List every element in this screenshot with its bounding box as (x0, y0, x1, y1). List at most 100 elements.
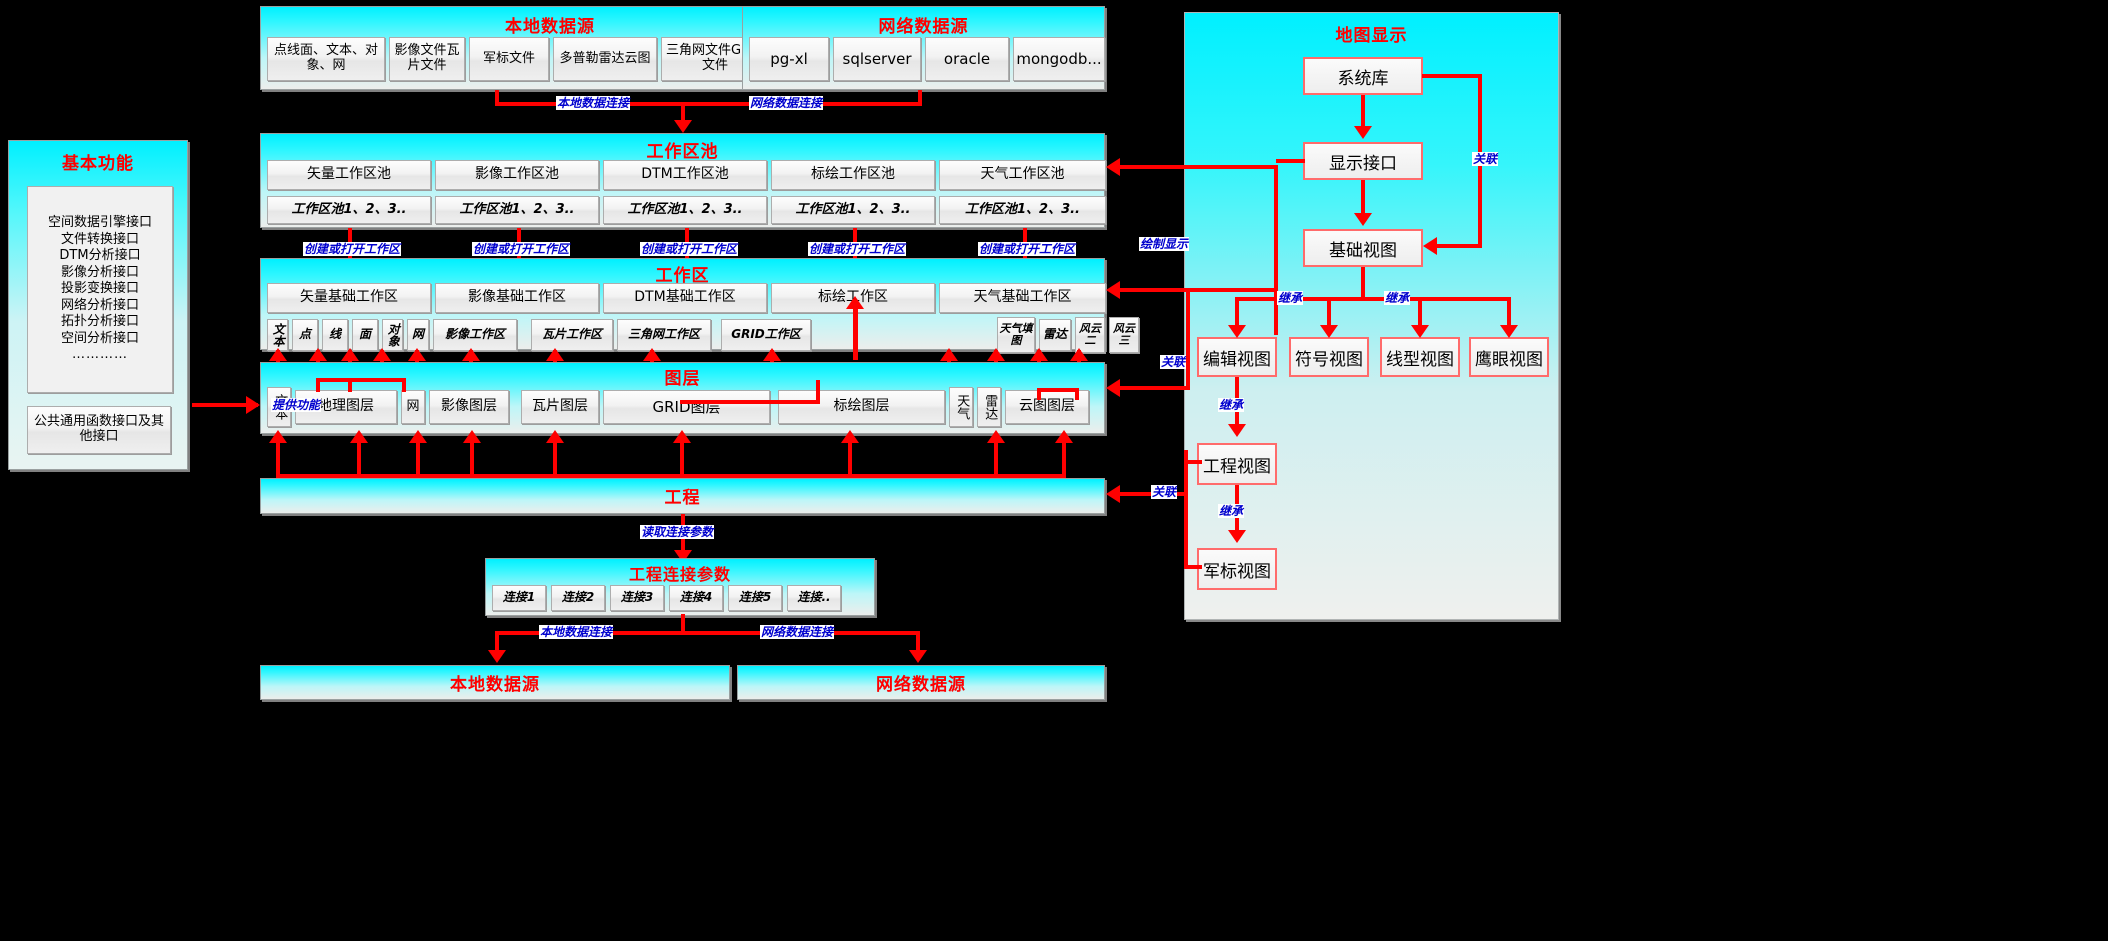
label-inherit-left: 继承 (1277, 291, 1304, 305)
node-military-view[interactable]: 军标视图 (1197, 548, 1277, 590)
pool-sub-item[interactable]: 工作区池1、2、3.. (267, 196, 431, 224)
local-source-item[interactable]: 多普勒雷达云图 (553, 37, 657, 81)
node-project-view[interactable]: 工程视图 (1197, 443, 1277, 485)
conn-layer-proj-1 (276, 434, 280, 476)
workspace-base[interactable]: 矢量基础工作区 (267, 283, 431, 313)
node-display-api[interactable]: 显示接口 (1303, 142, 1423, 180)
conn-param-item[interactable]: 连接3 (610, 585, 664, 611)
workspace-base[interactable]: 天气基础工作区 (939, 283, 1106, 313)
common-function-interface-box[interactable]: 公共通用函数接口及其他接口 (27, 406, 171, 454)
conn-layer-proj-arrow-8 (987, 430, 1005, 443)
local-data-source-bottom-title: 本地数据源 (450, 675, 540, 695)
layer-item[interactable]: 云图图层 (1005, 390, 1089, 424)
conn-params-busbar (495, 631, 920, 635)
label-create-open-ws-1: 创建或打开工作区 (303, 242, 402, 256)
conn-layer-proj-arrow-2 (350, 430, 368, 443)
label-inherit-project: 继承 (1218, 398, 1245, 412)
layer-bracket-h-3 (1037, 388, 1079, 392)
workspace-small[interactable]: 网 (407, 319, 429, 351)
conn-ws-layer-up-11 (994, 350, 998, 372)
workspace-panel: 工作区 矢量基础工作区 影像基础工作区 DTM基础工作区 标绘工作区 天气基础工… (260, 258, 1139, 353)
pool-item[interactable]: 矢量工作区池 (267, 160, 431, 190)
workspace-small[interactable]: 三角网工作区 (617, 319, 711, 351)
node-base-view[interactable]: 基础视图 (1303, 229, 1423, 267)
conn-params-left-drop (495, 631, 499, 655)
conn-baseview-stem (1361, 267, 1365, 300)
conn-param-item[interactable]: 连接2 (551, 585, 605, 611)
workspace-small[interactable]: 面 (352, 319, 378, 351)
conn-ws-layer-up-arrow-1 (269, 348, 287, 361)
pool-sub-item[interactable]: 工作区池1、2、3.. (939, 196, 1106, 224)
conn-ws-layer-up-2 (316, 350, 320, 372)
layer-item[interactable]: 天气 (949, 387, 973, 427)
conn-layer-proj-arrow-3 (409, 430, 427, 443)
pool-sub-item[interactable]: 工作区池1、2、3.. (603, 196, 767, 224)
pool-item[interactable]: DTM工作区池 (603, 160, 767, 190)
layer-item[interactable]: GRID图层 (603, 390, 770, 424)
interface-item: 影像分析接口 (60, 264, 139, 280)
conn-param-item[interactable]: 连接4 (669, 585, 723, 611)
pool-sub-item[interactable]: 工作区池1、2、3.. (435, 196, 599, 224)
conn-projectview-militaryview-arrow (1228, 530, 1246, 543)
layer-item[interactable]: 雷达 (977, 387, 1001, 427)
layer-bracket-v-1a (316, 378, 320, 392)
conn-layer-proj-arrow-6 (673, 430, 691, 443)
conn-provide-func-line (192, 403, 258, 407)
workspace-small[interactable]: 风云三 (1109, 317, 1139, 353)
layer-item[interactable]: 瓦片图层 (521, 390, 599, 424)
workspace-base[interactable]: 影像基础工作区 (435, 283, 599, 313)
workspace-small[interactable]: 天气填图 (997, 317, 1035, 353)
workspace-small[interactable]: GRID工作区 (721, 319, 811, 351)
workspace-small[interactable]: 文本 (267, 319, 288, 351)
layer-item[interactable]: 标绘图层 (778, 390, 945, 424)
local-source-item[interactable]: 影像文件瓦片文件 (389, 37, 465, 81)
conn-param-item[interactable]: 连接1 (492, 585, 546, 611)
node-symbol-view[interactable]: 符号视图 (1289, 337, 1369, 377)
workspace-base[interactable]: DTM基础工作区 (603, 283, 767, 313)
workspace-small[interactable]: 线 (322, 319, 348, 351)
conn-param-item[interactable]: 连接.. (787, 585, 841, 611)
workspace-small[interactable]: 对象 (382, 319, 403, 351)
label-create-open-ws-3: 创建或打开工作区 (640, 242, 739, 256)
label-net-data-conn-top: 网络数据连接 (749, 96, 824, 110)
interface-item: 空间数据引擎接口 (47, 215, 152, 231)
conn-param-item[interactable]: 连接5 (728, 585, 782, 611)
conn-ws-layer-up-7 (553, 350, 557, 372)
net-source-item[interactable]: mongodb... (1013, 37, 1105, 81)
pool-item[interactable]: 影像工作区池 (435, 160, 599, 190)
label-create-open-ws-2: 创建或打开工作区 (472, 242, 571, 256)
pool-sub-item[interactable]: 工作区池1、2、3.. (771, 196, 935, 224)
conn-draw-display-arrow-top (1106, 158, 1120, 176)
label-local-data-conn-top: 本地数据连接 (556, 96, 631, 110)
node-eagle-view[interactable]: 鹰眼视图 (1469, 337, 1549, 377)
conn-editview-projectview-arrow (1228, 424, 1246, 437)
workspace-small[interactable]: 点 (292, 319, 318, 351)
local-source-item[interactable]: 点线面、文本、对象、网 (267, 37, 385, 81)
net-source-item[interactable]: pg-xl (749, 37, 829, 81)
workspace-small[interactable]: 影像工作区 (433, 319, 517, 351)
workspace-small[interactable]: 风云二 (1075, 317, 1105, 353)
conn-baseview-child-3 (1418, 297, 1422, 329)
conn-syslib-displayapi-arrow (1354, 126, 1372, 139)
node-edit-view[interactable]: 编辑视图 (1197, 337, 1277, 377)
net-source-item[interactable]: sqlserver (833, 37, 921, 81)
pool-item[interactable]: 天气工作区池 (939, 160, 1106, 190)
workspace-small[interactable]: 雷达 (1039, 319, 1071, 351)
layer-item[interactable]: 影像图层 (429, 390, 509, 424)
layer-item[interactable]: 网 (401, 390, 425, 424)
node-system-lib[interactable]: 系统库 (1303, 57, 1423, 95)
conn-ws-layer-up-4 (380, 350, 384, 372)
conn-layer-proj-4 (470, 434, 474, 476)
local-data-source-bottom-panel: 本地数据源 (260, 665, 730, 700)
conn-local-top-vert (495, 90, 499, 106)
pool-item[interactable]: 标绘工作区池 (771, 160, 935, 190)
net-source-item[interactable]: oracle (925, 37, 1009, 81)
conn-baseview-child-arrow-2 (1320, 325, 1338, 338)
conn-ws-layer-up-12 (1037, 350, 1041, 372)
conn-ws-layer-up-8 (650, 350, 654, 372)
layer-panel: 图层 文本 地理图层 网 影像图层 瓦片图层 GRID图层 标绘图层 天气 雷达… (260, 362, 1105, 434)
local-source-item[interactable]: 军标文件 (469, 37, 549, 81)
node-line-view[interactable]: 线型视图 (1380, 337, 1460, 377)
workspace-small[interactable]: 瓦片工作区 (531, 319, 613, 351)
layer-bracket-h-1 (316, 378, 406, 382)
